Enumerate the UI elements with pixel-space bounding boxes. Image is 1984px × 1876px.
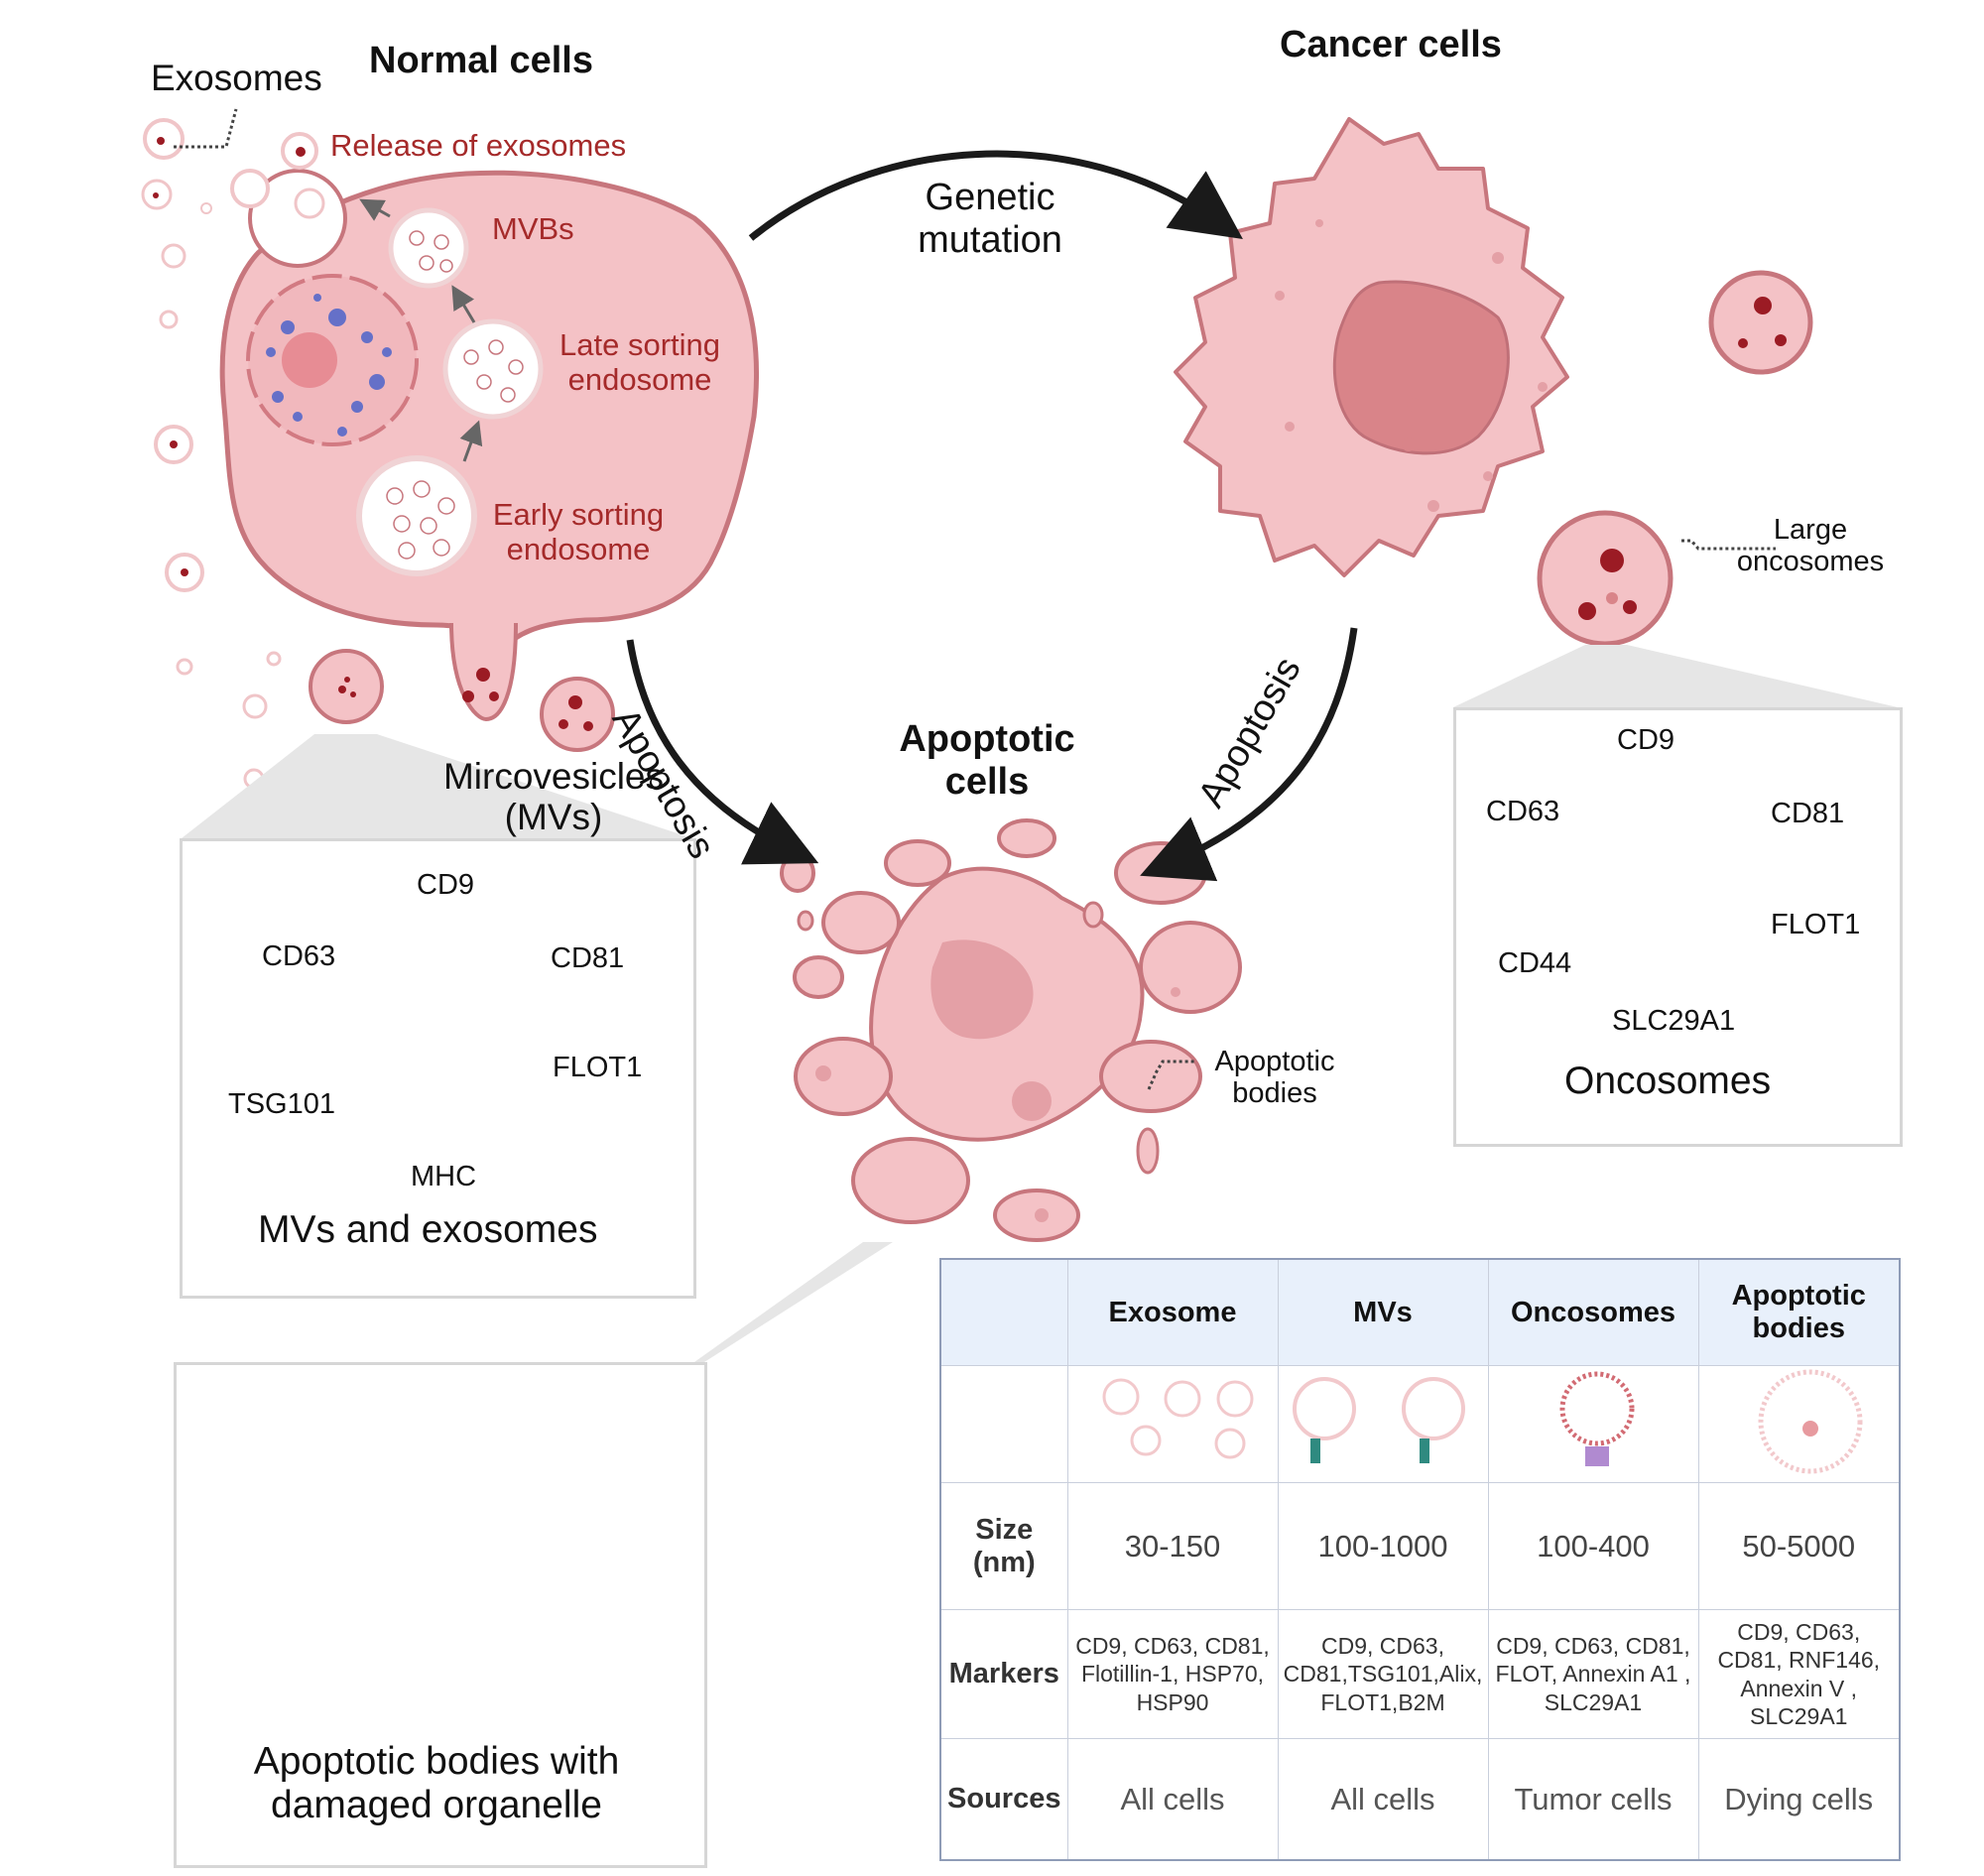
oncosome-panel xyxy=(1453,707,1903,1147)
release-label: Release of exosomes xyxy=(330,128,627,163)
ab-callout-wedge xyxy=(694,1242,893,1362)
normal-cells-title: Normal cells xyxy=(369,40,593,81)
markers-cell: CD9, CD63, CD81,TSG101,Alix, FLOT1,B2M xyxy=(1277,1609,1489,1739)
ab-panel-title: Apoptotic bodies with damaged organelle xyxy=(253,1740,620,1826)
late-endosome-label: Late sorting endosome xyxy=(559,327,720,397)
onco-slc29a1-label: SLC29A1 xyxy=(1612,1005,1736,1037)
mv-callout-wedge xyxy=(182,734,692,838)
onco-flot1-label: FLOT1 xyxy=(1771,909,1861,940)
row-header-sources: Sources xyxy=(939,1738,1068,1861)
size-cell: 50-5000 xyxy=(1697,1482,1901,1610)
early-endosome-label: Early sorting endosome xyxy=(492,497,665,566)
mv-mhc-label: MHC xyxy=(411,1161,477,1192)
size-cell: 100-400 xyxy=(1487,1482,1699,1610)
cancer-cell xyxy=(1174,117,1569,577)
size-cell: 30-150 xyxy=(1066,1482,1279,1610)
sources-cell: All cells xyxy=(1277,1738,1489,1861)
apoptotic-cells-title: Apoptotic cells xyxy=(899,718,1075,803)
size-cell: 100-1000 xyxy=(1277,1482,1489,1610)
onco-cd44-label: CD44 xyxy=(1498,947,1572,979)
mv-cd81-label: CD81 xyxy=(551,942,625,974)
exosomes-label: Exosomes xyxy=(151,58,322,98)
mv-panel xyxy=(180,838,696,1299)
onco-tumor-protein-label: Tumor protein xyxy=(1629,873,1657,894)
mvb xyxy=(388,207,469,289)
col-header-apoptotic-bodies: Apoptotic bodies xyxy=(1697,1258,1901,1366)
col-header-oncosomes: Oncosomes xyxy=(1487,1258,1699,1366)
microvesicles xyxy=(309,649,615,752)
mv-hsp70-label: Hsp70 xyxy=(415,1045,443,1056)
sources-cell: All cells xyxy=(1066,1738,1279,1861)
col-header-exosome: Exosome xyxy=(1066,1258,1279,1366)
mv-tsg101-label: TSG101 xyxy=(228,1088,335,1120)
col-header-mvs: MVs xyxy=(1277,1258,1489,1366)
comparison-table: Exosome MVs Oncosomes Apoptotic bodies S… xyxy=(939,1258,1901,1861)
large-oncosome xyxy=(1537,270,1813,647)
onco-callout-wedge xyxy=(1453,645,1898,707)
markers-cell: CD9, CD63, CD81, FLOT, Annexin A1 , SLC2… xyxy=(1487,1609,1699,1739)
onco-cd9-label: CD9 xyxy=(1617,724,1675,756)
mv-flot1-label: FLOT1 xyxy=(553,1052,643,1083)
markers-cell: CD9, CD63, CD81, RNF146, Annexin V , SLC… xyxy=(1697,1609,1901,1739)
markers-cell: CD9, CD63, CD81, Flotillin-1, HSP70, HSP… xyxy=(1066,1609,1279,1739)
apoptosis-arrow-right xyxy=(1140,627,1358,882)
apoptotic-cell xyxy=(780,818,1242,1242)
mv-cd63-label: CD63 xyxy=(262,940,336,972)
microvesicles-label: Mircovesicles (MVs) xyxy=(442,756,665,838)
row-header-size: Size (nm) xyxy=(939,1482,1068,1610)
sources-cell: Tumor cells xyxy=(1487,1738,1699,1861)
table-header-row: Exosome MVs Oncosomes Apoptotic bodies xyxy=(939,1258,1901,1366)
table-row: Sources All cells All cells Tumor cells … xyxy=(939,1738,1901,1861)
large-oncosomes-label: Large oncosomes xyxy=(1736,514,1885,578)
exosome-particles xyxy=(141,118,325,790)
row-header-markers: Markers xyxy=(939,1609,1068,1739)
onco-cd63-label: CD63 xyxy=(1486,796,1560,827)
genetic-mutation-label: Genetic mutation xyxy=(918,177,1062,261)
onco-cd81-label: CD81 xyxy=(1771,798,1845,829)
apoptosis-arrow-left xyxy=(626,639,819,865)
early-sorting-endosome xyxy=(356,455,477,576)
table-row: Size (nm) 30-150 100-1000 100-400 50-500… xyxy=(939,1482,1901,1610)
nucleus xyxy=(246,274,419,446)
table-corner xyxy=(939,1258,1068,1366)
onco-panel-title: Oncosomes xyxy=(1564,1060,1772,1102)
late-sorting-endosome xyxy=(442,318,544,420)
normal-cell xyxy=(219,169,759,722)
apoptotic-body-panel xyxy=(174,1362,707,1868)
cancer-cells-title: Cancer cells xyxy=(1280,24,1502,65)
table-image-row xyxy=(939,1365,1901,1483)
table-row: Markers CD9, CD63, CD81, Flotillin-1, HS… xyxy=(939,1609,1901,1739)
genetic-mutation-arrow xyxy=(748,150,1243,241)
mv-panel-title: MVs and exosomes xyxy=(258,1208,598,1251)
sources-cell: Dying cells xyxy=(1697,1738,1901,1861)
mvbs-label: MVBs xyxy=(492,211,574,246)
apoptotic-bodies-label: Apoptotic bodies xyxy=(1214,1046,1335,1110)
mv-cd9-label: CD9 xyxy=(417,869,475,901)
